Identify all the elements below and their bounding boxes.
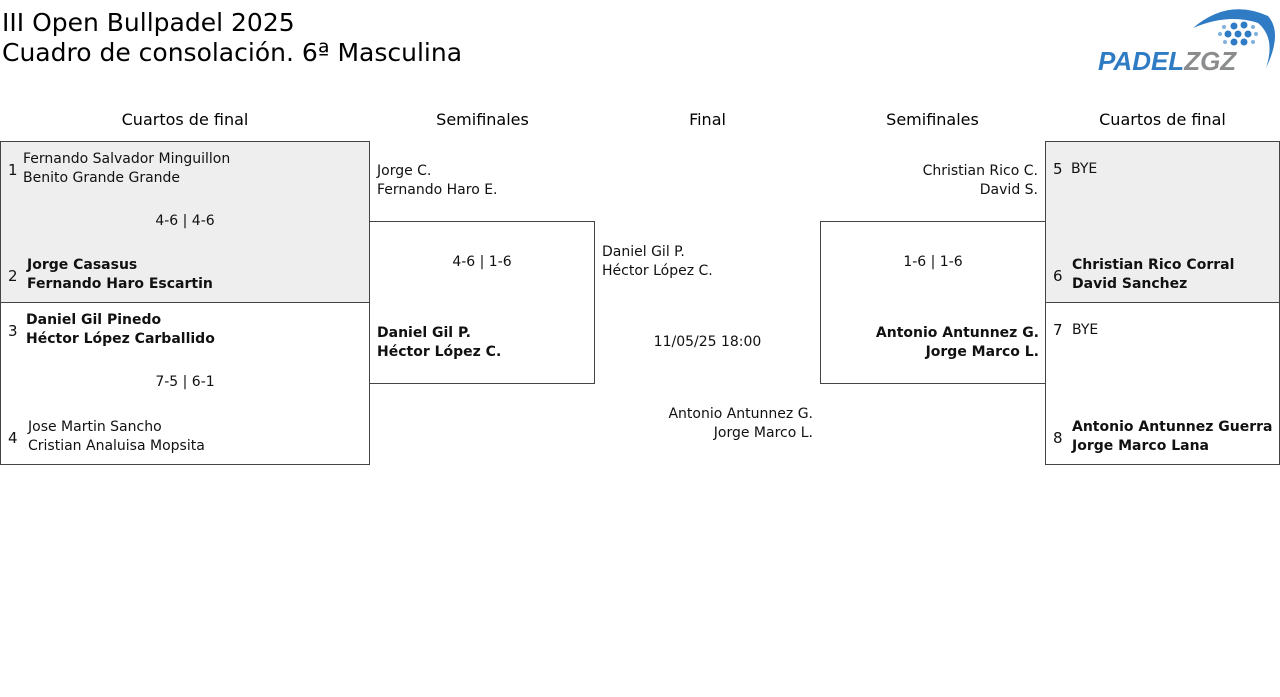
- match-score: 4-6 | 1-6: [452, 254, 512, 270]
- final-datetime: 11/05/25 18:00: [653, 334, 762, 350]
- seed: 1: [8, 161, 18, 179]
- seed: 3: [8, 322, 18, 340]
- match-score: 4-6 | 4-6: [155, 213, 215, 229]
- final-team-1: Daniel Gil P.Héctor López C.: [602, 244, 713, 279]
- page-title: III Open Bullpadel 2025 Cuadro de consol…: [2, 8, 462, 68]
- match-sf-left[interactable]: 4-6 | 1-6 Daniel Gil P.Héctor López C.: [369, 221, 595, 384]
- sf-left-team-1: Jorge C.Fernando Haro E.: [377, 163, 498, 198]
- round-header-qf-left: Cuartos de final: [121, 110, 249, 129]
- team-bye: BYE: [1071, 161, 1098, 177]
- match-sf-right[interactable]: 1-6 | 1-6 Antonio Antunnez G.Jorge Marco…: [820, 221, 1046, 384]
- seed: 6: [1053, 267, 1063, 285]
- round-header-sf-left: Semifinales: [436, 110, 529, 129]
- team-bye: BYE: [1072, 322, 1099, 338]
- round-header-final: Final: [689, 110, 726, 129]
- round-header-sf-right: Semifinales: [886, 110, 979, 129]
- seed: 2: [8, 267, 18, 285]
- team-winner: Antonio Antunnez G.Jorge Marco L.: [875, 325, 1039, 360]
- round-header-qf-right: Cuartos de final: [1099, 110, 1226, 129]
- padelzgz-logo: PADELZGZ: [1098, 8, 1280, 76]
- tournament-name: III Open Bullpadel 2025: [2, 8, 295, 37]
- draw-name: Cuadro de consolación. 6ª Masculina: [2, 38, 463, 67]
- team-winner: Daniel Gil P.Héctor López C.: [377, 325, 502, 360]
- seed: 4: [8, 429, 18, 447]
- final-team-2: Antonio Antunnez G.Jorge Marco L.: [668, 406, 813, 441]
- sf-right-team-1: Christian Rico C.David S.: [922, 163, 1038, 198]
- match-score: 7-5 | 6-1: [155, 374, 215, 390]
- seed: 7: [1053, 321, 1063, 339]
- seed: 8: [1053, 429, 1063, 447]
- match-score: 1-6 | 1-6: [903, 254, 963, 270]
- seed: 5: [1053, 160, 1063, 178]
- svg-text:PADELZGZ: PADELZGZ: [1098, 46, 1237, 74]
